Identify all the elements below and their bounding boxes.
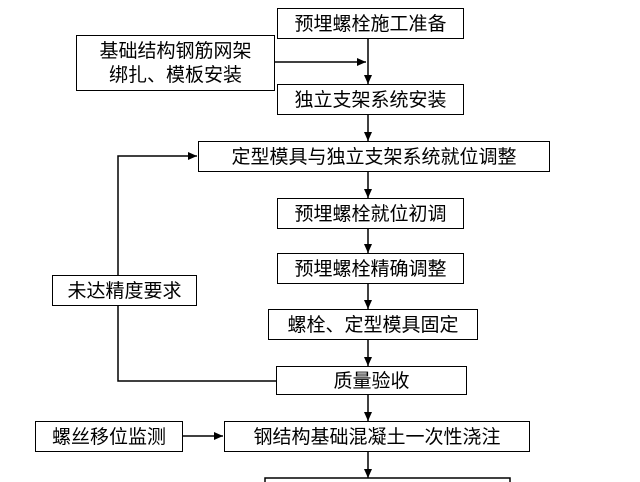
- step-label: 螺栓、定型模具固定: [287, 313, 459, 336]
- step-label: 预埋螺栓施工准备: [294, 12, 447, 35]
- feedback-loop-line: [117, 152, 276, 382]
- step-mold-bracket-adjust: 定型模具与独立支架系统就位调整: [198, 141, 550, 172]
- monitoring-label: 螺丝移位监测: [51, 425, 166, 448]
- next-step-box-partial: [264, 477, 511, 482]
- side-rebar-formwork: 基础结构钢筋网架 绑扎、模板安装: [76, 35, 275, 91]
- step-bracket-install: 独立支架系统安装: [277, 84, 464, 115]
- step-bolt-mold-fix: 螺栓、定型模具固定: [268, 309, 478, 340]
- step-quality-acceptance: 质量验收: [276, 366, 467, 395]
- side-bolt-displacement-monitoring: 螺丝移位监测: [35, 421, 183, 452]
- step-label: 预埋螺栓就位初调: [294, 202, 447, 225]
- step-label: 质量验收: [333, 369, 410, 392]
- side-label-line-1: 基础结构钢筋网架: [99, 40, 252, 62]
- step-label: 定型模具与独立支架系统就位调整: [231, 145, 517, 168]
- feedback-label: 未达精度要求: [67, 279, 182, 302]
- side-label-line-2: 绑扎、模板安装: [108, 64, 242, 86]
- step-bolt-fine-adjust: 预埋螺栓精确调整: [277, 253, 464, 284]
- feedback-precision-not-met: 未达精度要求: [52, 275, 197, 306]
- step-bolt-preparation: 预埋螺栓施工准备: [277, 8, 464, 39]
- step-label: 独立支架系统安装: [294, 88, 447, 111]
- step-label: 预埋螺栓精确调整: [294, 257, 447, 280]
- step-label: 钢结构基础混凝土一次性浇注: [253, 425, 501, 448]
- step-bolt-initial-adjust: 预埋螺栓就位初调: [277, 198, 464, 229]
- step-concrete-pouring: 钢结构基础混凝土一次性浇注: [224, 421, 530, 452]
